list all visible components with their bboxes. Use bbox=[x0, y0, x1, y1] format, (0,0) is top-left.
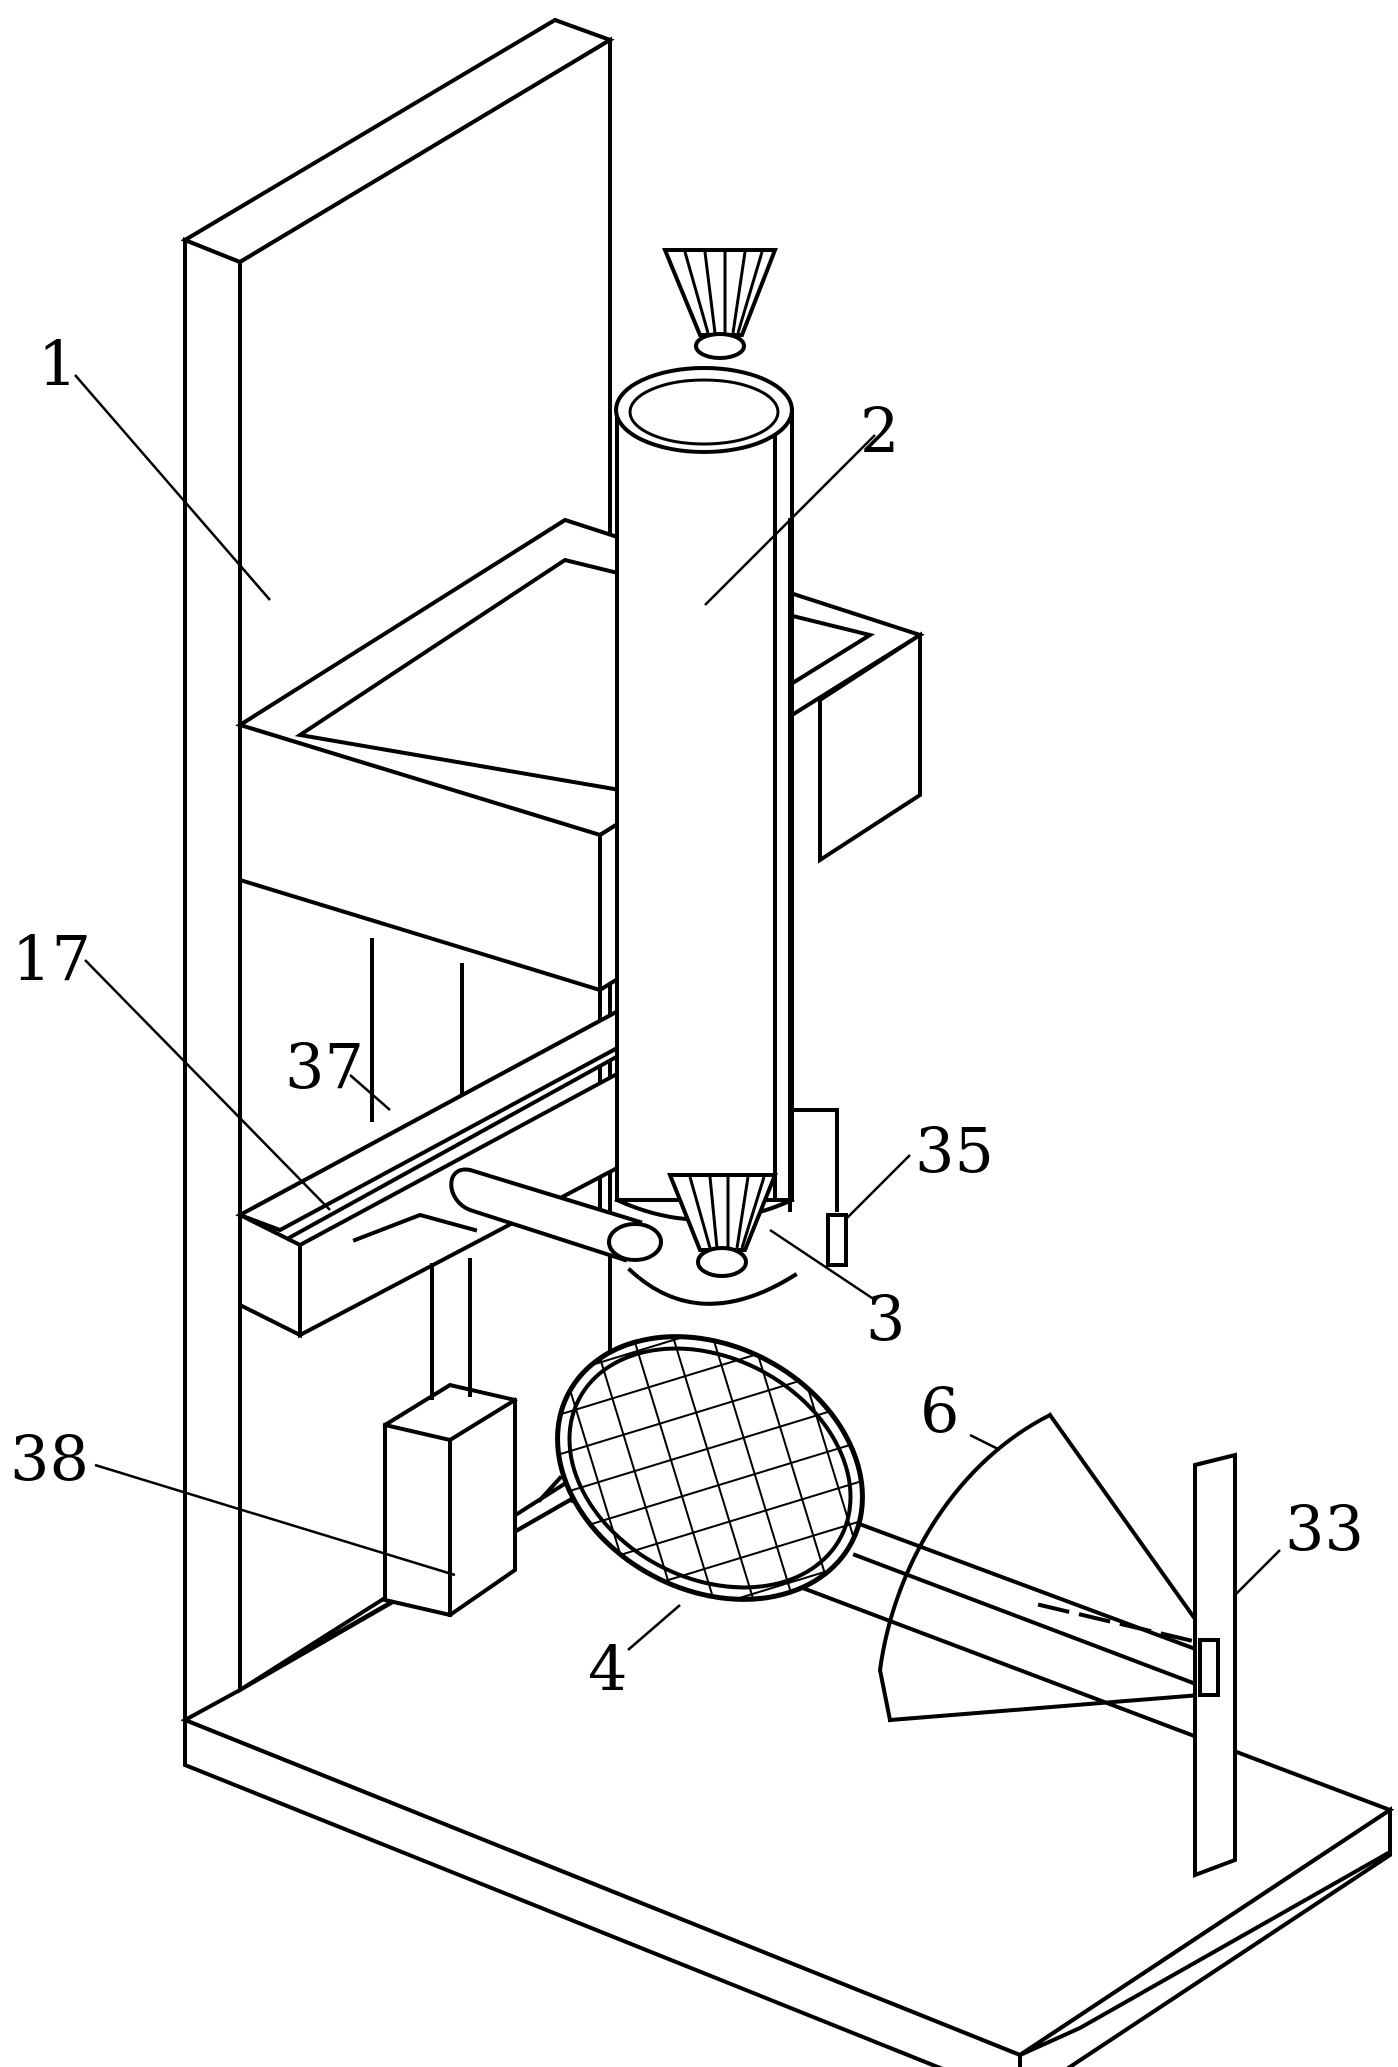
label-2: 2 bbox=[860, 394, 899, 467]
label-6: 6 bbox=[920, 1374, 959, 1447]
shuttlecock-top bbox=[662, 248, 778, 360]
racket bbox=[537, 1334, 1228, 1698]
leader-lines bbox=[74, 374, 1281, 1651]
label-33: 33 bbox=[1285, 1492, 1364, 1565]
sensor-bracket bbox=[790, 1108, 848, 1267]
label-17: 17 bbox=[12, 922, 91, 995]
reference-labels: 1 2 17 37 35 3 38 4 6 33 bbox=[10, 327, 1364, 1705]
swing-arm bbox=[352, 1167, 663, 1263]
control-box bbox=[382, 1258, 518, 1618]
swing-sector bbox=[877, 1412, 1213, 1723]
catch-ring bbox=[627, 1267, 798, 1306]
label-37: 37 bbox=[285, 1030, 364, 1103]
label-38: 38 bbox=[10, 1422, 89, 1495]
shuttlecock-bottom bbox=[667, 1173, 778, 1278]
shuttle-tube bbox=[614, 366, 795, 1222]
label-4: 4 bbox=[588, 1632, 627, 1705]
label-3: 3 bbox=[866, 1282, 905, 1355]
base-plate bbox=[180, 1497, 1395, 2067]
sensor-post bbox=[1193, 1452, 1237, 1878]
label-35: 35 bbox=[915, 1114, 994, 1187]
label-1: 1 bbox=[38, 327, 77, 400]
